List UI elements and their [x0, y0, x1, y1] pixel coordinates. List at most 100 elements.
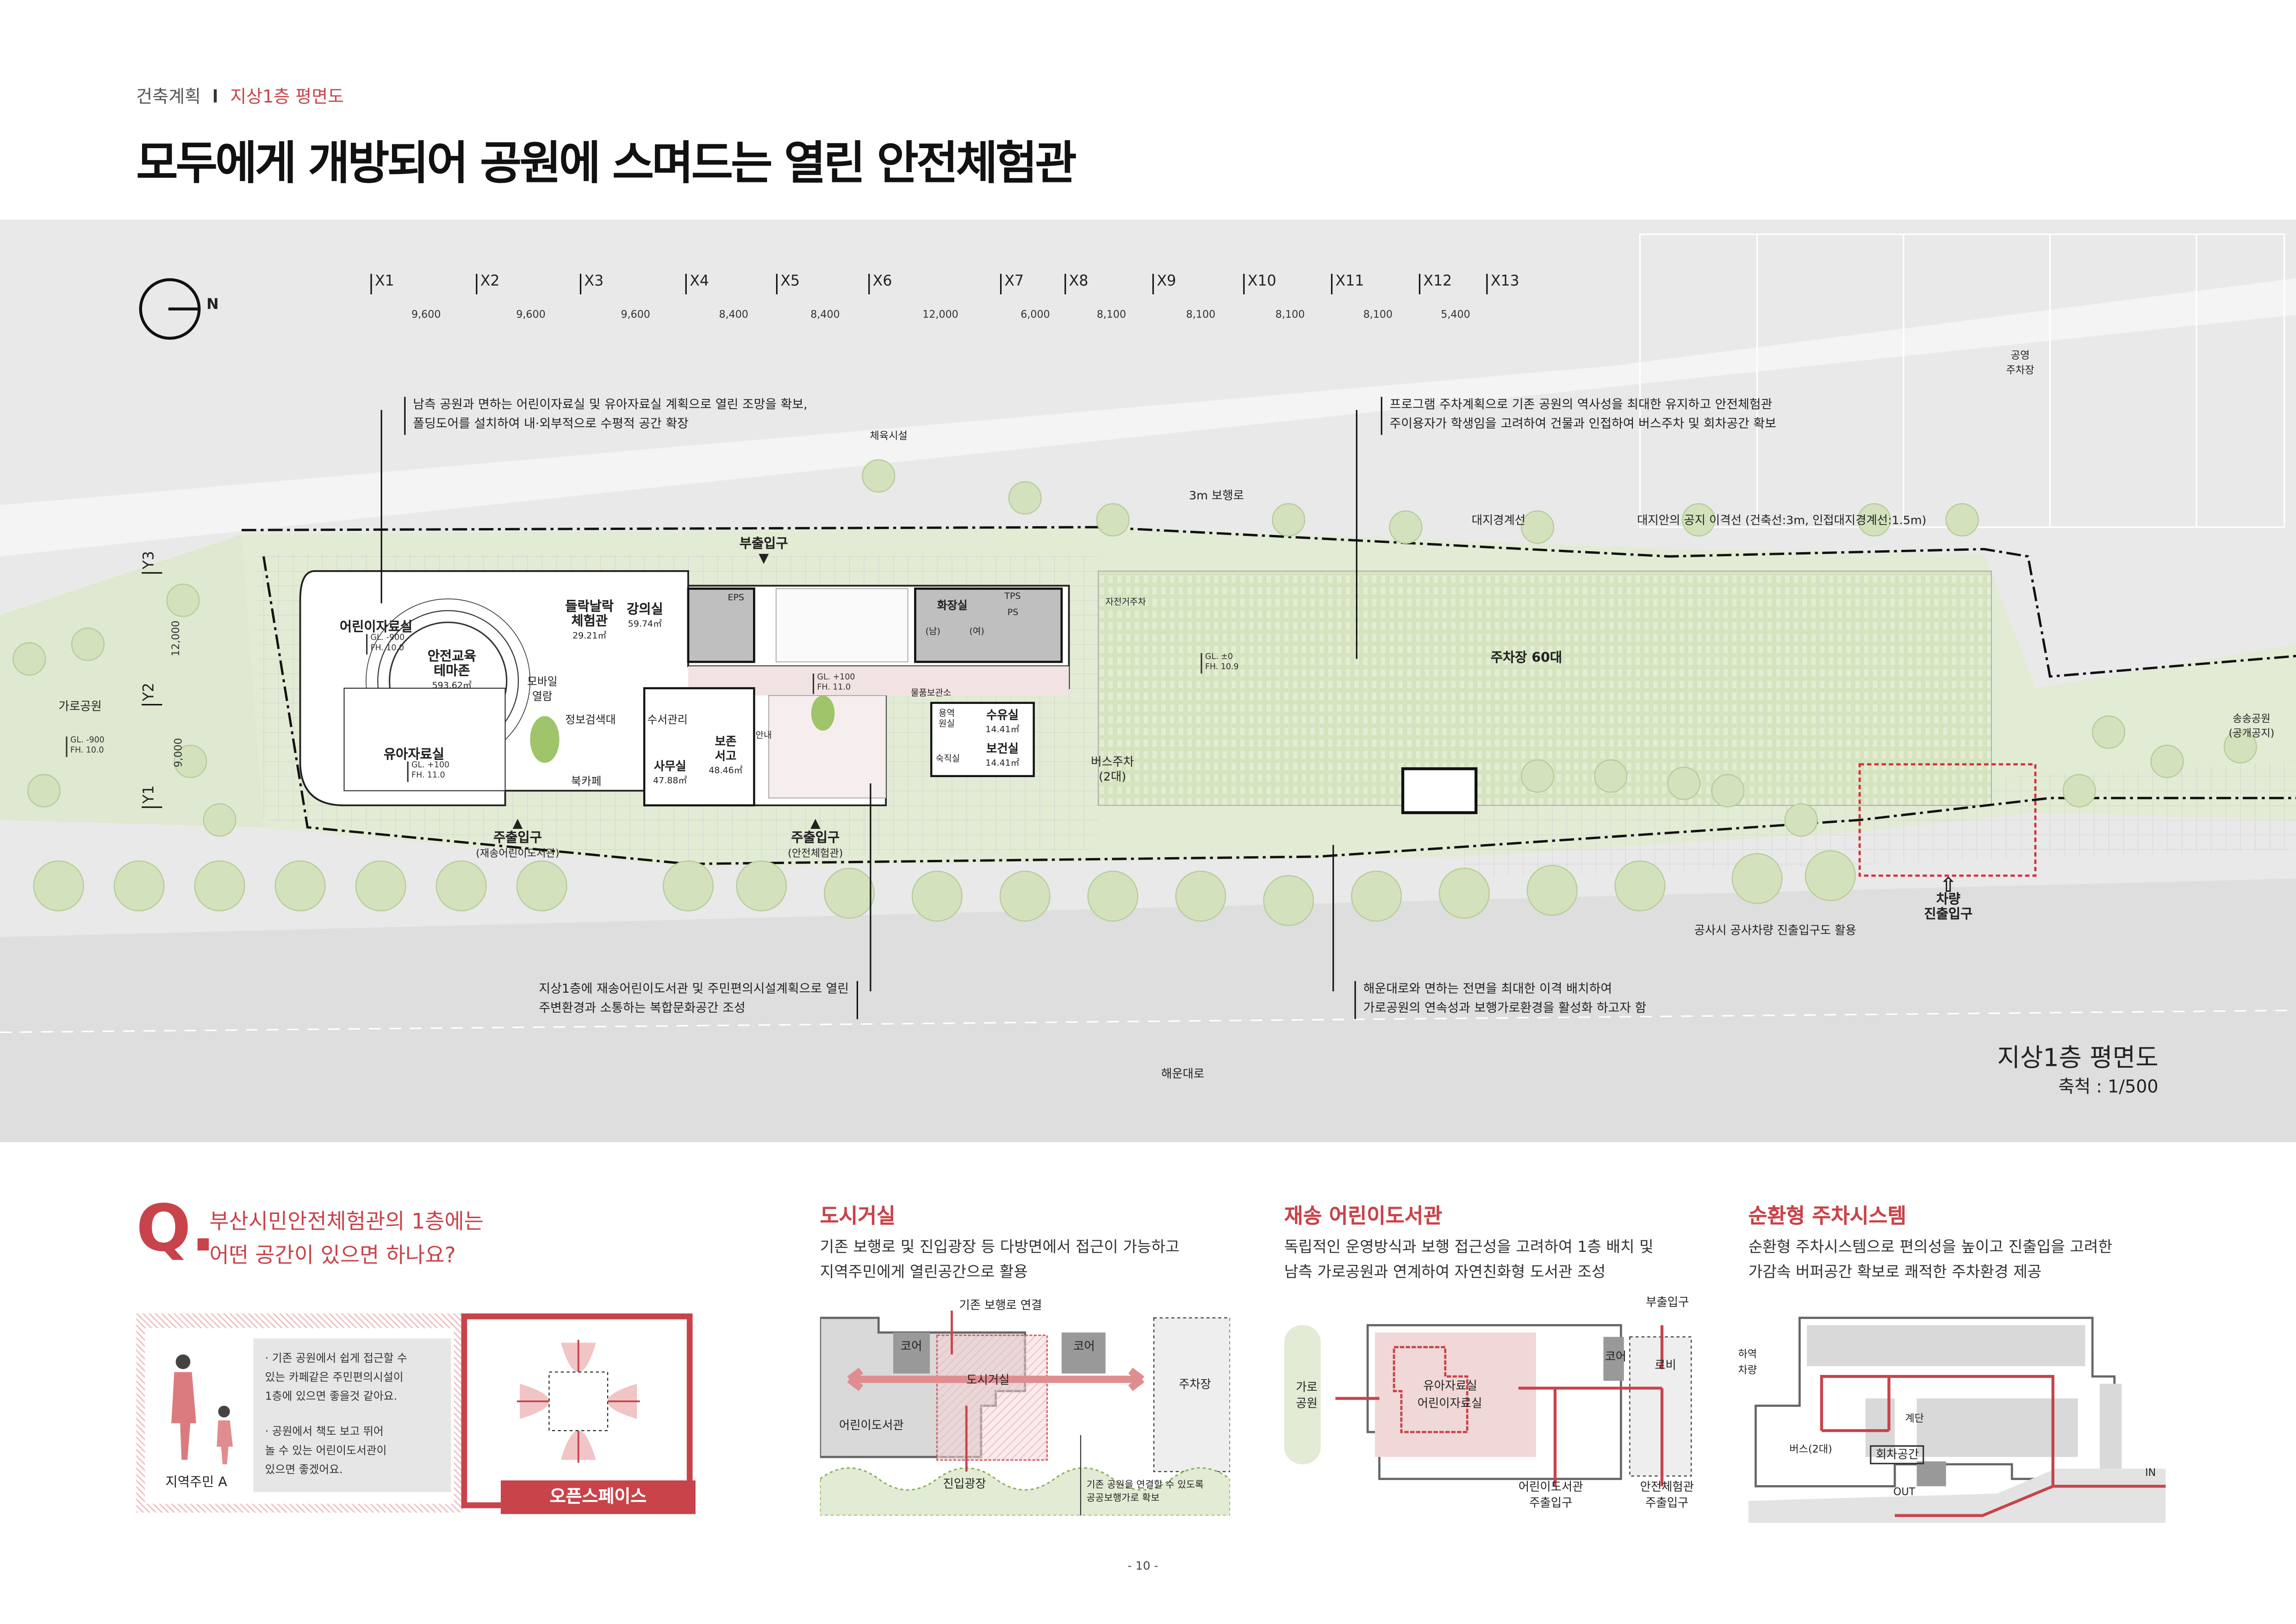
- tree-icon: [1711, 774, 1745, 808]
- page-title: 모두에게 개방되어 공원에 스며드는 열린 안전체험관: [136, 137, 1077, 191]
- main-entrance-safety[interactable]: ▲주출입구(안전체험관): [788, 817, 843, 860]
- tree-icon: [662, 860, 714, 912]
- tree-icon: [2091, 715, 2126, 749]
- grid-x-dimension: 8,100: [1275, 309, 1305, 321]
- resident-label: 지역주민 A: [165, 1476, 227, 1491]
- grid-x-label: X12: [1419, 274, 1452, 294]
- label-infant: 유아자료실: [1423, 1379, 1477, 1393]
- section-title-parking: 순환형 주차시스템: [1748, 1205, 1907, 1229]
- road-haeundae: [0, 878, 2296, 1142]
- tree-icon: [2223, 730, 2257, 764]
- tree-icon: [1389, 510, 1423, 544]
- label-construction: 공사시 공사차량 진출입구도 활용: [1694, 924, 1856, 937]
- leader-line: [380, 410, 382, 604]
- tree-icon: [1263, 875, 1314, 926]
- tree-icon: [1521, 510, 1555, 544]
- label-core: 코어: [1073, 1339, 1095, 1353]
- north-compass-icon: [139, 278, 201, 340]
- grid-x-label: X11: [1331, 274, 1364, 294]
- tree-icon: [194, 860, 245, 912]
- grid-x-dimension: 9,600: [516, 309, 546, 321]
- tree-icon: [1857, 503, 1891, 537]
- tree-icon: [203, 803, 236, 837]
- grid-x-dimension: 9,600: [621, 309, 650, 321]
- tree-icon: [516, 860, 567, 912]
- tree-icon: [1087, 871, 1139, 922]
- label-boundary: 대지경계선: [1471, 514, 1526, 528]
- leader-line: [1332, 845, 1334, 991]
- parking-diagram: [1748, 1317, 2166, 1523]
- city-living-diagram: [820, 1310, 1230, 1516]
- label-parking: 주차장 60대: [1490, 651, 1562, 666]
- tree-icon: [1272, 503, 1306, 537]
- grid-x-dimension: 12,000: [922, 309, 958, 321]
- parking-stair: [1401, 767, 1478, 815]
- room-eps: EPS: [728, 593, 744, 604]
- grid-y-dim: 12,000: [170, 620, 182, 657]
- grid-x-dimension: 8,400: [719, 309, 748, 321]
- grid-x-label: X2: [476, 274, 500, 294]
- label-lobby: 로비: [1655, 1359, 1676, 1372]
- grid-y-dim: 9,000: [173, 738, 185, 767]
- tree-icon: [2150, 745, 2184, 778]
- grid-x-label: X7: [1000, 274, 1024, 294]
- library-diagram: [1284, 1324, 1692, 1487]
- label-walk-connect: 기존 보행로 연결: [959, 1299, 1042, 1312]
- leader-line: [1356, 410, 1357, 659]
- grid-x-dimension: 8,100: [1096, 309, 1126, 321]
- breadcrumb-current: 지상1층 평면도: [230, 86, 344, 107]
- room-wc-female: (여): [969, 627, 984, 637]
- breadcrumb-section[interactable]: 건축계획: [136, 86, 201, 107]
- grid-x-label: X10: [1243, 274, 1276, 294]
- tree-icon: [1594, 759, 1628, 793]
- label-songsong-park: 송송공원(공개공지): [2228, 713, 2275, 740]
- label-street-park: 가로공원: [58, 700, 102, 713]
- sub-entrance[interactable]: 부출입구▼: [739, 537, 788, 567]
- label-out: OUT: [1893, 1486, 1916, 1498]
- grid-x-label: X9: [1152, 274, 1176, 294]
- tree-icon: [911, 871, 963, 922]
- site-boundary-south: [262, 556, 2296, 865]
- converging-arrows-icon: [516, 1339, 640, 1463]
- tree-icon: [355, 860, 406, 912]
- leader-line: [870, 783, 871, 991]
- core-west: [687, 587, 755, 663]
- question-mark: Q.: [136, 1192, 216, 1267]
- tree-icon: [166, 584, 200, 617]
- tree-icon: [1526, 865, 1578, 916]
- page-number: - 10 -: [1127, 1559, 1158, 1573]
- tree-icon: [1096, 503, 1130, 537]
- room-bookcafe: 북카페: [571, 774, 602, 788]
- sidewalk-band: [0, 278, 2296, 557]
- room-storage: 물품보관소: [910, 688, 952, 699]
- grid-y2: Y2: [142, 683, 162, 706]
- tree-icon: [2062, 774, 2096, 808]
- tree-icon: [1008, 481, 1042, 515]
- label-kids: 어린이자료실: [1417, 1397, 1482, 1410]
- tree-icon: [1351, 871, 1402, 922]
- grid-x-label: X3: [579, 274, 604, 294]
- open-space-card: 오픈스페이스: [461, 1313, 696, 1514]
- label-setback: 대지안의 공지 이격선 (건축선:3m, 인접대지경계선:1.5m): [1637, 514, 1927, 528]
- grid-x-dimension: 8,100: [1363, 309, 1393, 321]
- tree-icon: [113, 860, 165, 912]
- label-stairs: 계단: [1905, 1413, 1924, 1425]
- main-entrance-library[interactable]: ▲주출입구(재송어린이도서관): [476, 817, 560, 860]
- room-info: 안내: [755, 730, 772, 741]
